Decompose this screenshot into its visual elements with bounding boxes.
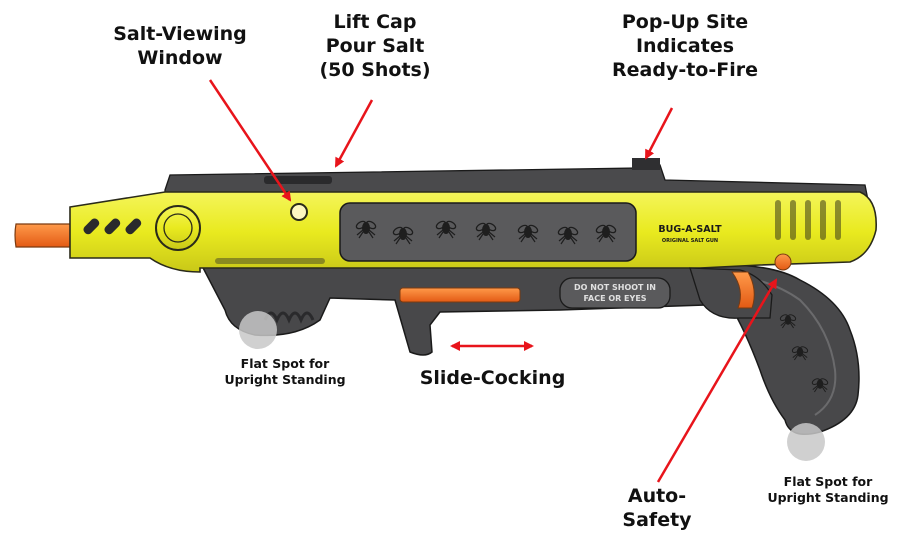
flat-spot-left-label: Flat Spot for Upright Standing [224, 356, 346, 387]
safety-button [774, 253, 792, 271]
warning-line-2: FACE OR EYES [583, 294, 646, 303]
barrel-vents [83, 218, 142, 235]
slide-cocking-label: Slide-Cocking [419, 367, 566, 389]
slide-strip [399, 287, 521, 303]
salt-viewing-window [290, 203, 308, 221]
arrow-icon [644, 107, 674, 160]
arrow-icon [208, 79, 292, 202]
trigger [731, 271, 755, 309]
salt-cap-knob [155, 205, 201, 251]
arrow-icon [334, 99, 374, 168]
gun-logo: BUG-A-SALT [658, 224, 722, 235]
warning-line-1: DO NOT SHOOT IN [574, 283, 656, 292]
lift-cap-label: Lift Cap Pour Salt (50 Shots) [319, 11, 431, 81]
muzzle-tip [14, 223, 73, 248]
popup-site-label: Pop-Up Site Indicates Ready-to-Fire [612, 11, 758, 81]
flat-spot-right-label: Flat Spot for Upright Standing [767, 474, 889, 505]
arrow-icon [656, 278, 778, 483]
salt-window-label: Salt-Viewing Window [113, 23, 247, 69]
gun-logo-sub: ORIGINAL SALT GUN [662, 238, 718, 244]
flat-spot-left-marker [239, 311, 277, 349]
auto-safety-label: Auto- Safety [622, 485, 692, 531]
flat-spot-right-marker [787, 423, 825, 461]
warning-plate [559, 277, 671, 309]
